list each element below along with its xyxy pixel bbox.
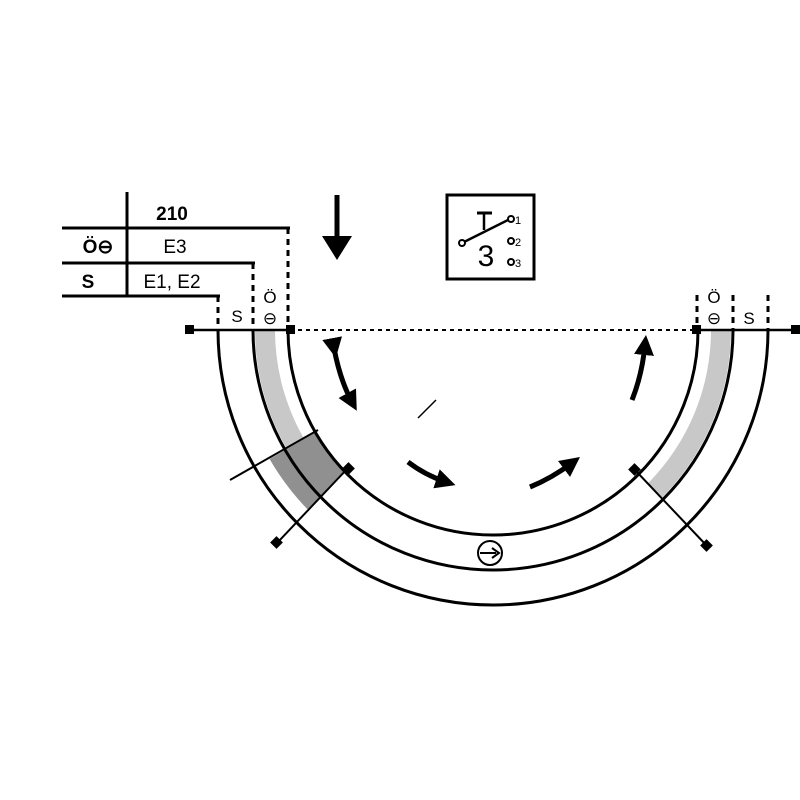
row-value-s: E1, E2 (143, 272, 200, 293)
radial-line (276, 467, 349, 544)
ring-bands (255, 330, 731, 510)
zone-o-sym-right: ⊖ (707, 309, 721, 328)
pointer-line (417, 399, 437, 419)
marker-square (791, 325, 800, 334)
ring-arc (251, 329, 735, 572)
ring-arc (216, 329, 770, 607)
zone-s-right: S (743, 309, 754, 328)
station-table (62, 192, 290, 298)
input-arrow-head (322, 236, 352, 260)
zone-o-left: Ö (263, 288, 276, 307)
switch-position-icon: 3 1 2 3 (445, 193, 536, 281)
rotation-direction-icon (477, 540, 503, 566)
switch-number: 3 (478, 240, 495, 273)
zone-dividers (216, 228, 770, 330)
ring-arcs (216, 329, 770, 607)
row-value-open: E3 (163, 237, 186, 258)
zone-o-right: Ö (707, 288, 720, 307)
movement-arrows (322, 335, 654, 490)
ring-band (648, 330, 731, 498)
row-label-s: S (82, 272, 95, 293)
marker-square (286, 325, 295, 334)
zone-o-sym-left: ⊖ (263, 309, 277, 328)
row-label-open: Ö⊖ (83, 237, 114, 258)
radial-line (229, 429, 319, 481)
switch-pos-3: 3 (515, 258, 521, 270)
ring-band (285, 432, 346, 497)
switch-pos-2: 2 (515, 237, 521, 249)
marker-square (185, 325, 194, 334)
ring-band (269, 450, 321, 510)
table-header: 210 (156, 204, 188, 225)
ring-arc (286, 329, 700, 537)
ring-band (255, 330, 305, 449)
switch-pos-1: 1 (515, 215, 521, 227)
radial-line (634, 469, 708, 547)
zone-s-left: S (231, 307, 242, 326)
marker-square (342, 462, 355, 475)
